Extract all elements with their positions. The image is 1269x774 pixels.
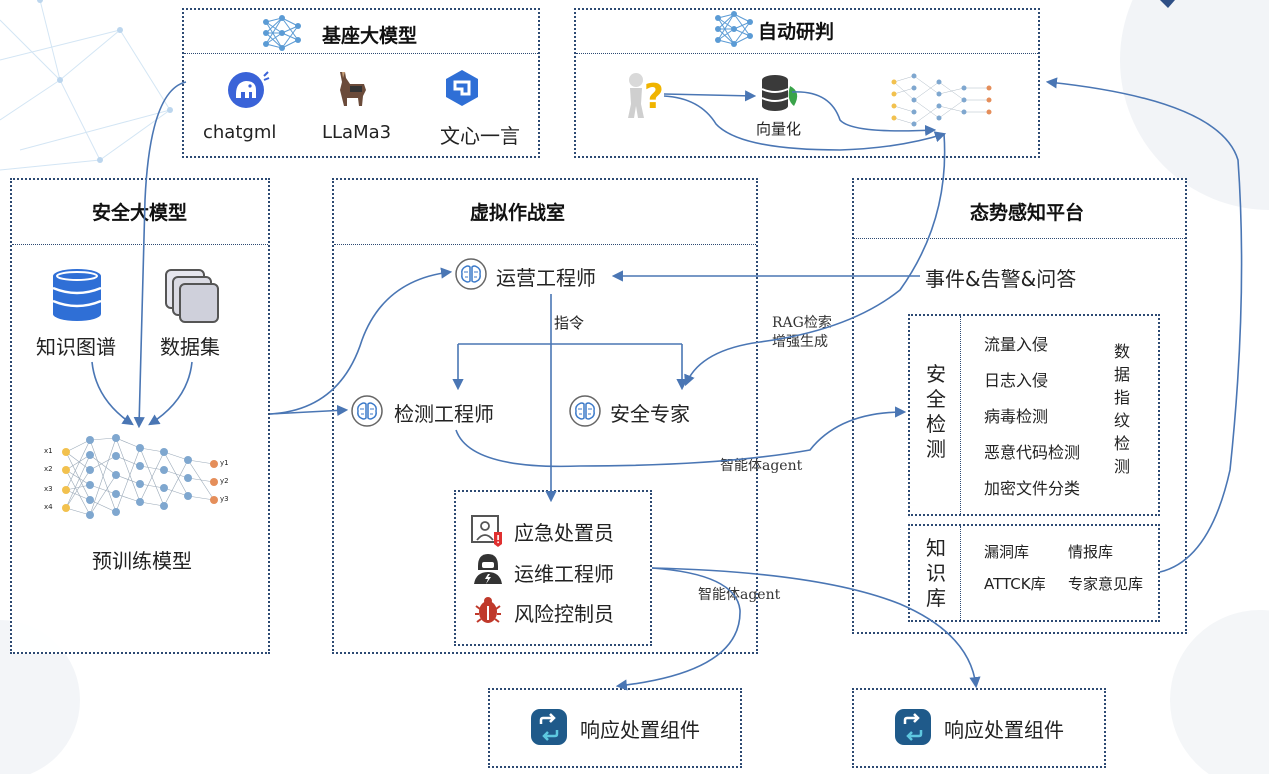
rag-label-line2: 增强生成 [772, 334, 828, 350]
security-model-panel [10, 178, 270, 654]
llama3-label: LLaMa3 [322, 122, 392, 143]
vector-database-icon [761, 75, 798, 111]
security-model-divider [12, 244, 268, 245]
agent-label-1: 智能体agent [720, 458, 803, 474]
rag-label-line1: RAG检索 [772, 315, 832, 331]
detect-traffic-label: 流量入侵 [984, 335, 1049, 354]
security-expert-label: 安全专家 [610, 402, 690, 426]
detect-malware-label: 恶意代码检测 [984, 443, 1081, 462]
detect-virus-label: 病毒检测 [984, 407, 1049, 426]
security-detection-label: 安全检测 [926, 362, 946, 461]
auto-judge-title: 自动研判 [758, 21, 835, 43]
ops-engineer-label: 运营工程师 [496, 266, 596, 290]
kb-vuln-label: 漏洞库 [984, 543, 1030, 561]
ops-engineer-hacker-icon [474, 554, 502, 584]
ai-brain-icon [569, 395, 601, 427]
nn-input-x1: x1 [44, 447, 53, 455]
svg-text:?: ? [644, 77, 664, 117]
response-component-label-1: 响应处置组件 [580, 718, 700, 742]
nn-input-x3: x3 [44, 485, 53, 493]
security-detection-divider [960, 316, 961, 514]
nn-input-x2: x2 [44, 465, 53, 473]
war-room-title: 虚拟作战室 [470, 202, 566, 224]
situation-title: 态势感知平台 [970, 202, 1085, 224]
security-model-title: 安全大模型 [92, 202, 188, 224]
nn-input-x4: x4 [44, 503, 53, 511]
pretrain-model-label: 预训练模型 [92, 549, 192, 573]
command-label: 指令 [554, 314, 585, 332]
role-emergency-label: 应急处置员 [514, 521, 614, 545]
kb-attck-label: ATTCK库 [984, 575, 1046, 593]
role-risk-label: 风险控制员 [514, 602, 614, 626]
database-icon [52, 269, 102, 321]
knowledge-base-label: 知识库 [926, 536, 946, 610]
data-fingerprint-label: 数据指纹检测 [1113, 342, 1130, 476]
response-component-icon [895, 709, 931, 745]
detect-log-label: 日志入侵 [984, 371, 1049, 390]
chatglm-logo-icon [228, 71, 270, 108]
kb-intel-label: 情报库 [1068, 543, 1114, 561]
emergency-responder-icon [471, 515, 502, 547]
llama-logo-icon [340, 72, 366, 106]
knowledge-base-divider [960, 526, 961, 620]
neural-network-icon [715, 11, 753, 47]
risk-bug-icon [475, 597, 501, 623]
neural-network-icon [263, 15, 301, 51]
kb-expert-label: 专家意见库 [1068, 575, 1144, 593]
dataset-stack-icon [165, 269, 219, 323]
question-person-icon: ? [628, 73, 664, 118]
base-model-title: 基座大模型 [322, 25, 418, 47]
ai-brain-icon [455, 258, 487, 290]
auto-judge-divider [576, 53, 1038, 54]
situation-divider [854, 238, 1185, 239]
ai-brain-icon [351, 395, 383, 427]
response-component-label-2: 响应处置组件 [944, 718, 1064, 742]
response-component-icon [531, 709, 567, 745]
events-alerts-qa-label: 事件&告警&问答 [925, 267, 1077, 291]
wenxin-yiyan-logo-icon [446, 70, 478, 106]
response-component-panel-2 [852, 688, 1106, 768]
base-model-divider [184, 53, 538, 54]
pretrain-model-network-icon [62, 434, 218, 519]
nn-output-y3: y3 [220, 495, 229, 503]
role-ops-label: 运维工程师 [514, 562, 614, 586]
detect-engineer-label: 检测工程师 [394, 402, 494, 426]
nn-output-y1: y1 [220, 459, 229, 467]
knowledge-graph-label: 知识图谱 [36, 335, 116, 359]
response-component-panel-1 [488, 688, 742, 768]
detect-encrypted-label: 加密文件分类 [984, 479, 1081, 498]
war-room-divider [334, 244, 756, 245]
analysis-model-icon [891, 73, 992, 127]
nn-output-y2: y2 [220, 477, 229, 485]
vectorize-label: 向量化 [756, 120, 802, 138]
agent-label-2: 智能体agent [698, 587, 781, 603]
wenxin-label: 文心一言 [440, 124, 520, 148]
dataset-label: 数据集 [160, 335, 220, 359]
chatgml-label: chatgml [203, 122, 277, 143]
